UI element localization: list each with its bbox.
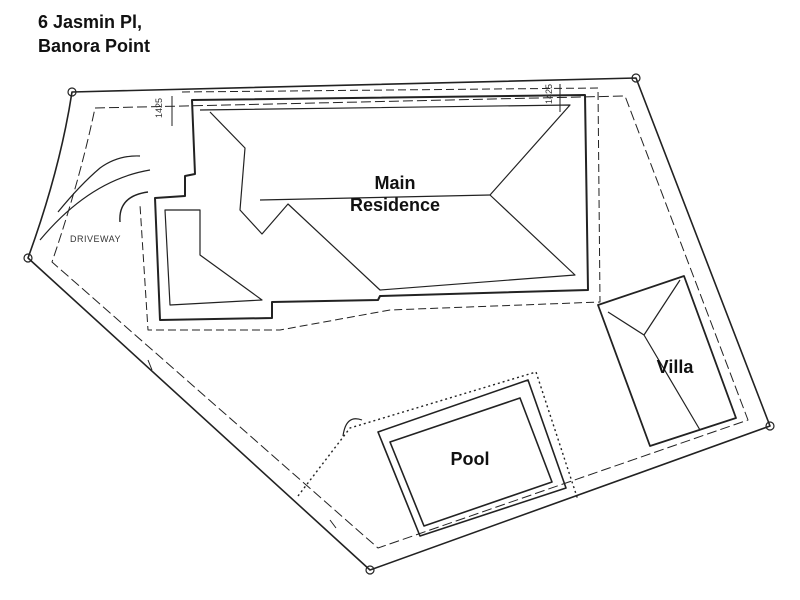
villa-outline [597, 275, 737, 447]
pool-inner [389, 397, 553, 527]
setback-dimension-right: 1425 [544, 83, 554, 104]
driveway-outline [39, 169, 151, 241]
survey-peg [67, 87, 77, 97]
main-residence-eaves [139, 87, 601, 331]
main-residence-outline [154, 94, 589, 321]
pool-label: Pool [450, 449, 490, 469]
villa-roof [607, 279, 701, 431]
pool-gate [342, 418, 363, 437]
address-block: 6 Jasmin Pl, Banora Point [38, 10, 150, 58]
pool-outer [377, 379, 567, 537]
pool-fence [297, 371, 579, 501]
survey-peg [631, 73, 641, 83]
property-boundary [27, 77, 771, 571]
fence-line [147, 359, 337, 529]
main-residence-label-line-1: Main [374, 173, 416, 193]
driveway-arc [119, 191, 149, 223]
villa-label: Villa [656, 357, 694, 377]
address-line-1: 6 Jasmin Pl, [38, 12, 143, 32]
survey-peg [765, 421, 775, 431]
setback-line [51, 95, 749, 549]
main-residence-roofline [199, 104, 576, 291]
survey-peg [365, 565, 375, 575]
address-line-2: Banora Point [38, 36, 151, 56]
main-residence-wing [164, 209, 263, 306]
survey-peg [23, 253, 33, 263]
setback-dimension-left: 1425 [154, 97, 164, 118]
driveway-label: DRIVEWAY [70, 234, 122, 244]
driveway-curve [57, 155, 141, 213]
main-residence-label-line-2: Residence [349, 195, 441, 215]
main-residence-hip [259, 194, 491, 201]
main-residence-label: Main Residence [330, 172, 460, 216]
